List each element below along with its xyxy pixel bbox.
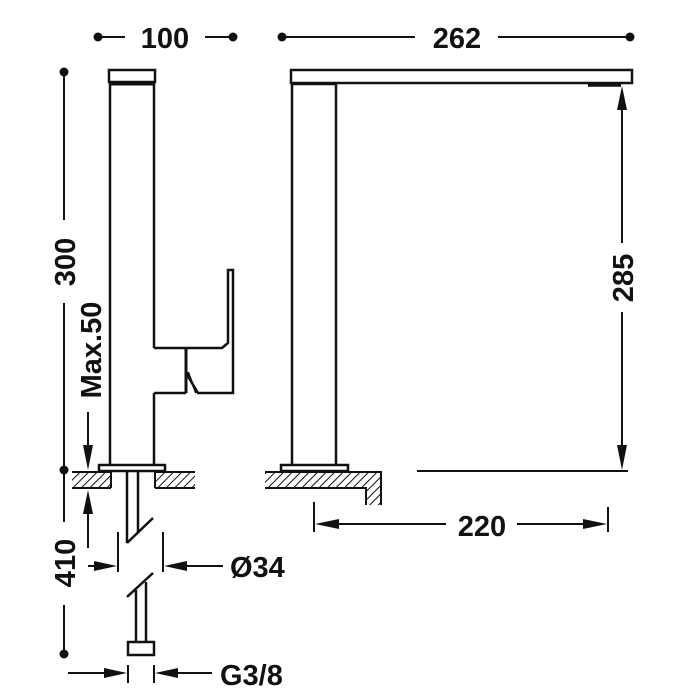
dimension-connection-thread: G3/8 xyxy=(68,660,283,692)
side-view xyxy=(72,68,235,657)
label-spout-reach: 262 xyxy=(433,23,481,55)
label-hose-length: 410 xyxy=(50,539,82,587)
label-spout-projection: 220 xyxy=(458,511,506,543)
label-spout-height: 285 xyxy=(608,254,640,302)
label-hole-diameter: Ø34 xyxy=(230,552,285,584)
label-total-height: 300 xyxy=(50,238,82,286)
dimension-hole-diameter: Ø34 xyxy=(88,532,285,584)
dimension-max-deck: Max.50 xyxy=(76,302,108,548)
dimension-spout-reach: 262 xyxy=(277,23,635,55)
label-side-width: 100 xyxy=(141,23,189,55)
dimension-spout-height: 285 xyxy=(608,86,640,470)
dimension-spout-projection: 220 xyxy=(313,502,609,543)
dimension-hose-length: 410 xyxy=(50,470,82,659)
dimension-side-width: 100 xyxy=(93,23,238,55)
dimension-total-height: 300 xyxy=(50,67,82,475)
front-view xyxy=(265,68,634,505)
label-connection-thread: G3/8 xyxy=(220,660,283,692)
label-max-deck: Max.50 xyxy=(76,302,108,399)
